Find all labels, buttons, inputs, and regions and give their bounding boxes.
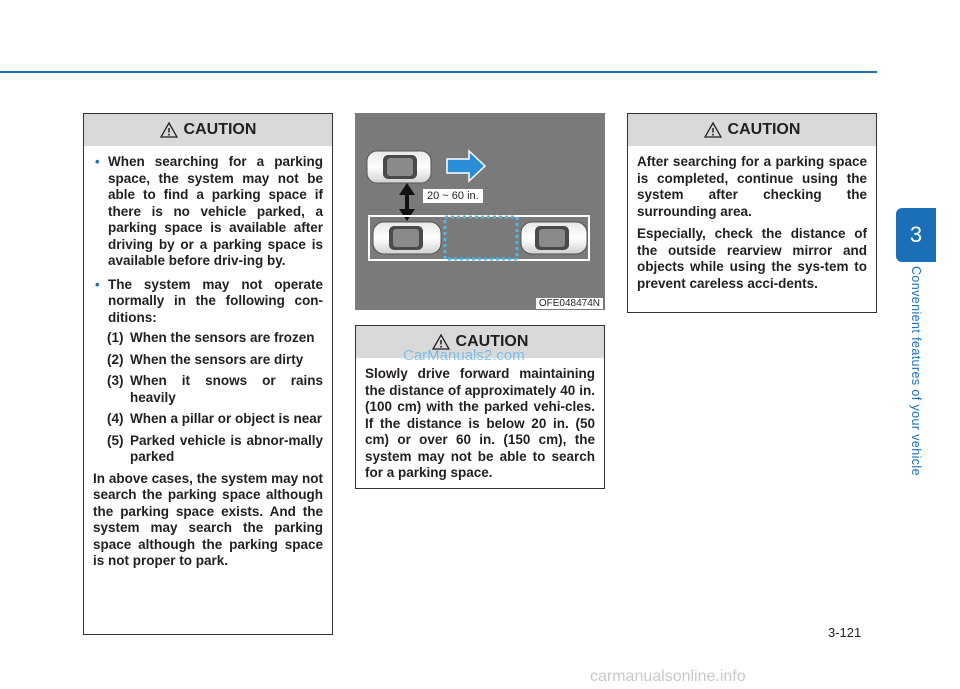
parked-car-left-icon bbox=[372, 221, 442, 255]
page-number: 3-121 bbox=[828, 625, 862, 640]
caution-body: After searching for a parking space is c… bbox=[628, 146, 876, 292]
warning-icon bbox=[159, 122, 178, 138]
condition-text: Parked vehicle is abnor-mally parked bbox=[130, 432, 323, 465]
moving-car-icon bbox=[366, 150, 432, 184]
condition-number: (2) bbox=[107, 351, 124, 367]
caution-label: CAUTION bbox=[455, 333, 529, 350]
bullet-dot-icon: • bbox=[95, 276, 100, 292]
caution-header: CAUTION bbox=[628, 114, 876, 146]
warning-icon bbox=[431, 334, 450, 350]
caution-box-right: CAUTION After searching for a parking sp… bbox=[627, 113, 877, 313]
condition-item: (3) When it snows or rains heavily bbox=[93, 373, 323, 406]
caution-paragraph: Especially, check the distance of the ou… bbox=[637, 226, 867, 291]
condition-text: When the sensors are dirty bbox=[130, 351, 304, 367]
caution-header: CAUTION bbox=[356, 326, 604, 358]
condition-number: (1) bbox=[107, 330, 124, 345]
forward-arrow-icon bbox=[446, 149, 487, 183]
condition-number: (4) bbox=[107, 411, 124, 426]
parked-car-right-icon bbox=[520, 221, 588, 255]
bullet-item: • When searching for a parking space, the… bbox=[93, 154, 323, 270]
chapter-title-text: Convenient features of your vehicle bbox=[909, 266, 923, 476]
target-space-outline bbox=[443, 215, 519, 261]
condition-item: (1) When the sensors are frozen bbox=[93, 330, 323, 347]
chapter-tab: 3 bbox=[896, 208, 936, 262]
bullet-item: • The system may not operate normally in … bbox=[93, 277, 323, 327]
condition-item: (4) When a pillar or object is near bbox=[93, 411, 323, 428]
condition-text: When it snows or rains heavily bbox=[130, 373, 323, 405]
caution-text: Slowly drive forward maintaining the dis… bbox=[365, 366, 595, 480]
condition-text: When the sensors are frozen bbox=[130, 330, 315, 345]
condition-item: (2) When the sensors are dirty bbox=[93, 352, 323, 369]
bullet-text: When searching for a parking space, the … bbox=[108, 154, 323, 268]
distance-label: 20 ~ 60 in. bbox=[423, 189, 483, 203]
caution-box-left: CAUTION • When searching for a parking sp… bbox=[83, 113, 333, 635]
chapter-number: 3 bbox=[909, 222, 923, 247]
caution-header: CAUTION bbox=[84, 114, 332, 146]
caution-label: CAUTION bbox=[727, 121, 801, 138]
parking-diagram-graphic bbox=[366, 149, 590, 261]
condition-number: (3) bbox=[107, 373, 124, 388]
closing-text: In above cases, the system may not searc… bbox=[93, 470, 323, 569]
footer-watermark: carmanualsonline.info bbox=[590, 668, 746, 685]
chapter-title: Convenient features of your vehicle bbox=[896, 262, 936, 494]
figure-code: OFE048474N bbox=[535, 298, 603, 309]
caution-body: • When searching for a parking space, the… bbox=[84, 146, 332, 570]
watermark: CarManuals2.com bbox=[403, 347, 525, 364]
bullet-text: The system may not operate normally in t… bbox=[108, 276, 323, 325]
warning-icon bbox=[703, 122, 722, 138]
top-rule bbox=[0, 71, 877, 73]
condition-text: When a pillar or object is near bbox=[130, 411, 323, 426]
condition-item: (5) Parked vehicle is abnor-mally parked bbox=[93, 433, 323, 466]
bullet-dot-icon: • bbox=[95, 154, 100, 169]
caution-box-middle: CAUTION Slowly drive forward maintaining… bbox=[355, 325, 605, 489]
condition-number: (5) bbox=[107, 432, 124, 448]
caution-label: CAUTION bbox=[183, 121, 257, 138]
parking-diagram: OFE048474N bbox=[355, 113, 605, 310]
caution-paragraph: After searching for a parking space is c… bbox=[637, 154, 867, 219]
caution-body: Slowly drive forward maintaining the dis… bbox=[356, 358, 604, 482]
